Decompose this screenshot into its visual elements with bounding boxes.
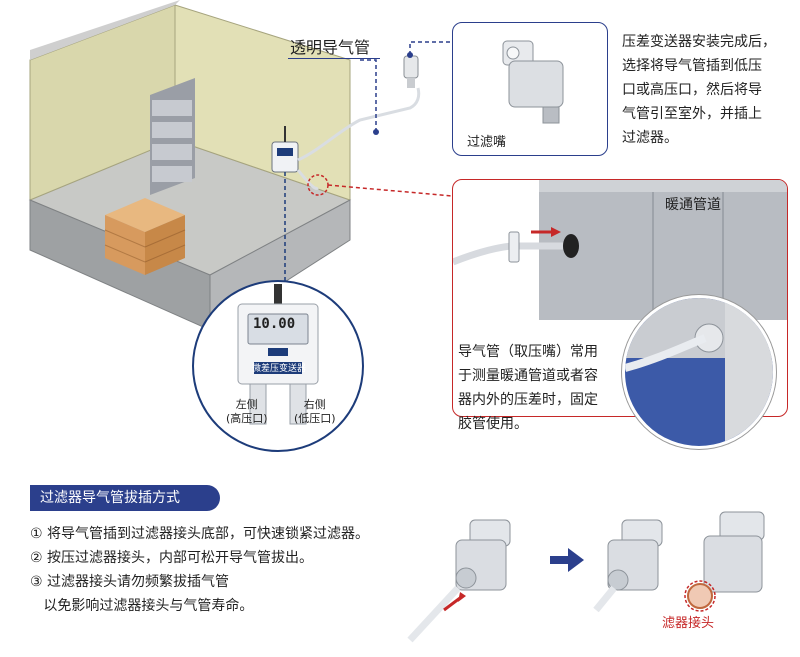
filter-callout: 过滤嘴	[452, 22, 608, 156]
filter-step1-icon	[407, 519, 511, 643]
filter-step2-icon	[593, 519, 663, 613]
tube-label-underline	[288, 58, 380, 59]
boxes-icon	[104, 198, 186, 275]
filter-nozzle-icon	[502, 40, 564, 124]
arrow-right-icon	[550, 548, 584, 572]
install-note-line: 过滤器。	[622, 130, 678, 146]
transmitter-icon	[237, 284, 319, 425]
device-reading: 10.00	[253, 316, 296, 332]
right-port-label: 右侧 (低压口)	[294, 398, 336, 425]
left-port-label: 左侧 (高压口)	[226, 398, 268, 425]
room-illustration	[28, 0, 453, 331]
device-caption: 微差压变送器	[252, 364, 307, 374]
tube-note-line: 器内外的压差时，固定	[458, 392, 598, 408]
wall-transmitter-icon	[271, 126, 299, 173]
tube-note-line: 胶管使用。	[458, 416, 528, 432]
step-item: ① 将导气管插到过滤器接头底部，可快速锁紧过滤器。	[30, 526, 369, 542]
duct-photo	[453, 180, 787, 320]
tube-label: 透明导气管	[290, 38, 371, 57]
tube-note: 导气管（取压嘴）常用 于测量暖通管道或者容 器内外的压差时，固定 胶管使用。	[458, 340, 598, 436]
steps-list: ① 将导气管插到过滤器接头底部，可快速锁紧过滤器。 ② 按压过滤器接头，内部可松…	[30, 522, 369, 618]
install-note-line: 选择将导气管插到低压	[622, 58, 762, 74]
tube-filter-icon	[403, 55, 419, 88]
install-note: 压差变送器安装完成后， 选择将导气管插到低压 口或高压口，然后将导 气管引至室外…	[622, 30, 776, 150]
step-item: ② 按压过滤器接头，内部可松开导气管拔出。	[30, 550, 313, 566]
duct-port-zoom	[622, 295, 776, 449]
filter-step3-icon	[684, 511, 765, 612]
filter-steps-illustration	[407, 511, 765, 643]
step-item: 以免影响过滤器接头与气管寿命。	[30, 598, 254, 614]
step-item: ③ 过滤器接头请勿频繁拔插气管	[30, 574, 230, 590]
duct-label: 暖通管道	[665, 197, 721, 213]
shelf-icon	[150, 78, 195, 195]
tube-note-line: 导气管（取压嘴）常用	[458, 344, 598, 360]
install-note-line: 口或高压口，然后将导	[622, 82, 762, 98]
duct-port-icon	[625, 298, 773, 446]
filter-label: 过滤嘴	[467, 135, 507, 150]
filter-head-label: 滤器接头	[662, 616, 715, 631]
device-zoom-circle	[192, 280, 364, 452]
install-note-line: 气管引至室外，并插上	[622, 106, 762, 122]
section-title: 过滤器导气管拔插方式	[30, 485, 220, 511]
install-note-line: 压差变送器安装完成后，	[622, 34, 776, 50]
tube-note-line: 于测量暖通管道或者容	[458, 368, 598, 384]
